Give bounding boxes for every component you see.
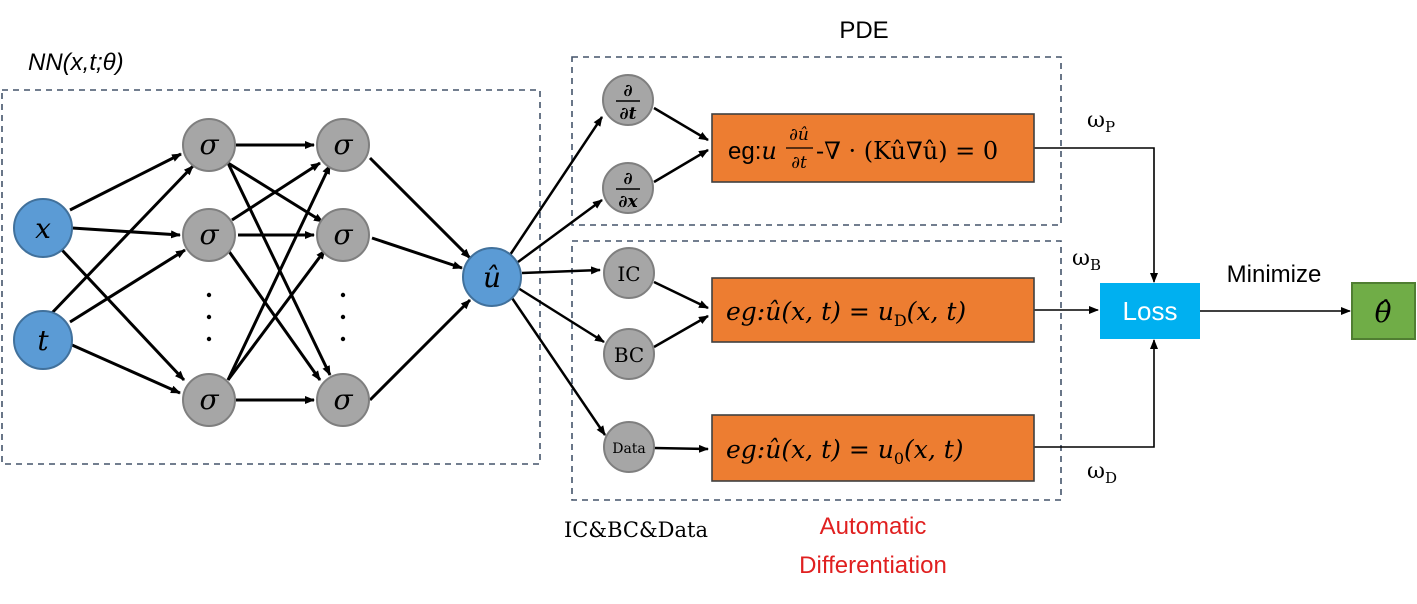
- partial-t-den: ∂t: [620, 104, 637, 124]
- output-node-u-hat: û: [462, 247, 522, 307]
- input-x-label: x: [35, 212, 51, 245]
- pde-frac-den: ∂t: [791, 153, 807, 173]
- sigma-label: σ: [199, 218, 219, 251]
- input-node-t: t: [13, 310, 73, 370]
- sigma-label: σ: [333, 128, 353, 161]
- bc-sub: D: [894, 311, 907, 330]
- ic-label: IC: [617, 262, 640, 286]
- hidden-node-l2-1: σ: [316, 118, 370, 172]
- data-eq: eg:û(x, t) = u: [726, 435, 894, 464]
- loss-label: Loss: [1123, 296, 1178, 326]
- weight-d: ωD: [1087, 459, 1117, 487]
- data-tail: (x, t): [904, 435, 964, 464]
- pde-title: PDE: [839, 17, 888, 44]
- data-equation-box: eg:û(x, t) = u0(x, t): [711, 414, 1035, 482]
- sigma-label: σ: [199, 128, 219, 161]
- partial-t-num: ∂: [623, 81, 632, 101]
- theta-hat-box: θ̂: [1351, 282, 1416, 340]
- svg-text:eg:u: eg:u: [728, 137, 777, 165]
- uhat-edges: [508, 106, 709, 453]
- nn-title: NN(x,t;θ): [28, 49, 124, 76]
- loss-connectors: [1034, 147, 1351, 448]
- icbc-dashed-box: [571, 240, 1062, 501]
- sigma-label: σ: [333, 383, 353, 416]
- pde-residual-box: eg:u ∂û ∂t -∇ · (Kû∇û) = 0: [711, 113, 1035, 183]
- ic-node: IC: [603, 247, 655, 299]
- icbc-title: IC&BC&Data: [564, 518, 708, 542]
- weight-b: ωB: [1072, 246, 1101, 274]
- nn-dashed-box: [1, 89, 541, 465]
- theta-hat-label: θ̂: [1375, 296, 1392, 329]
- partial-x-node: ∂ ∂x: [602, 162, 654, 214]
- pde-dashed-box: [571, 56, 1062, 226]
- svg-text:eg:û(x, t) = uD(x, t): eg:û(x, t) = uD(x, t): [726, 297, 966, 330]
- svg-text:eg:û(x, t) = u0(x, t): eg:û(x, t) = u0(x, t): [726, 435, 964, 468]
- sigma-label: σ: [199, 383, 219, 416]
- hidden-node-l2-3: σ: [316, 373, 370, 427]
- u-hat-label: û: [483, 261, 501, 294]
- pde-prefix: eg:: [728, 138, 761, 165]
- input-t-label: t: [37, 324, 49, 357]
- pde-rest: -∇ · (Kû∇û) = 0: [816, 137, 998, 165]
- minimize-label: Minimize: [1227, 261, 1322, 288]
- partial-x-den: ∂x: [618, 192, 638, 212]
- input-node-x: x: [13, 198, 73, 258]
- pde-u: u: [761, 137, 776, 165]
- hidden-node-l2-2: σ: [316, 208, 370, 262]
- weight-p: ωP: [1087, 108, 1115, 136]
- data-label: Data: [612, 441, 646, 457]
- bc-equation-box: eg:û(x, t) = uD(x, t): [711, 277, 1035, 343]
- partial-t-node: ∂ ∂t: [602, 74, 654, 126]
- hidden-node-l1-3: σ: [182, 373, 236, 427]
- hidden-node-l1-2: σ: [182, 208, 236, 262]
- bc-node: BC: [603, 328, 655, 380]
- bc-eq: eg:û(x, t) = u: [726, 297, 894, 326]
- sigma-label: σ: [333, 218, 353, 251]
- pde-frac-num: ∂û: [789, 125, 809, 145]
- partial-x-num: ∂: [623, 169, 632, 189]
- ad-title-line2: Differentiation: [799, 552, 947, 579]
- bc-tail: (x, t): [907, 297, 967, 326]
- data-sub: 0: [894, 449, 904, 468]
- data-node: Data: [603, 421, 655, 473]
- nn-edges: [48, 141, 472, 404]
- ad-title-line1: Automatic: [820, 513, 927, 540]
- ellipsis-l2: [340, 292, 346, 342]
- hidden-node-l1-1: σ: [182, 118, 236, 172]
- bc-label: BC: [614, 343, 644, 367]
- loss-box: Loss: [1100, 283, 1200, 339]
- ellipsis-l1: [206, 292, 212, 342]
